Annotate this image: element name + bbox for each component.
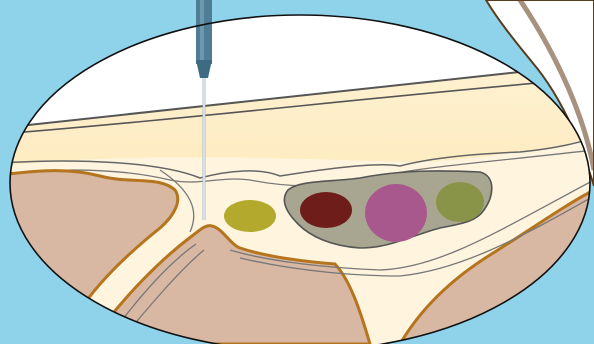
vessel-magenta [365,184,427,242]
vessel-dark-red [300,192,352,228]
nerve-target [224,200,276,232]
vessel-olive [436,182,484,222]
needle-icon [196,0,212,78]
